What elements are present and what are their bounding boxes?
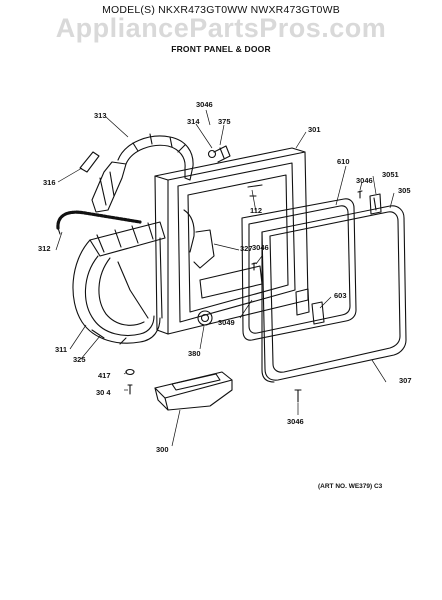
label-314: 314 [187, 117, 200, 126]
label-300: 300 [156, 445, 169, 454]
part-305-door-outer [261, 205, 407, 383]
part-311-duct-frame [72, 221, 166, 345]
label-610: 610 [337, 157, 350, 166]
label-3051: 3051 [382, 170, 399, 179]
label-313: 313 [94, 111, 107, 120]
watermark-logo: AppliancePartsPros.com [55, 13, 387, 43]
screws [125, 190, 363, 403]
label-603: 603 [334, 291, 347, 300]
part-603-handle-insert [311, 301, 325, 325]
label-311: 311 [55, 345, 67, 354]
part-301-front-panel [154, 145, 309, 335]
art-number: (ART NO. WE379) C3 [318, 483, 383, 490]
part-610-door-gasket [241, 198, 357, 341]
part-300-control-housing [154, 371, 233, 411]
model-title: MODEL(S) NKXR473GT0WW NWXR473GT0WB [102, 4, 340, 16]
label-3046-b: 3046 [356, 176, 373, 185]
label-325: 325 [73, 355, 86, 364]
part-312-seal [56, 210, 142, 235]
label-380: 380 [188, 349, 201, 358]
label-316: 316 [43, 178, 56, 187]
label-301: 301 [308, 125, 321, 134]
part-316-pad [79, 151, 100, 173]
label-417: 417 [98, 371, 111, 380]
label-327: 327 [240, 244, 253, 253]
label-3049: 3049 [218, 318, 235, 327]
label-375: 375 [218, 117, 231, 126]
label-3046-c: 3046 [252, 243, 269, 252]
label-112: 112 [250, 206, 262, 215]
part-313-drum-bracket [91, 133, 194, 213]
label-304: 30 4 [96, 388, 111, 397]
label-305: 305 [398, 186, 411, 195]
section-title: FRONT PANEL & DOOR [171, 44, 271, 54]
leader-lines [55, 109, 395, 447]
label-312: 312 [38, 244, 51, 253]
part-380-knob [197, 310, 213, 326]
label-3046-d: 3046 [287, 417, 304, 426]
label-307: 307 [399, 376, 412, 385]
part-3051-hinge [369, 193, 382, 215]
label-3046-a: 3046 [196, 100, 213, 109]
